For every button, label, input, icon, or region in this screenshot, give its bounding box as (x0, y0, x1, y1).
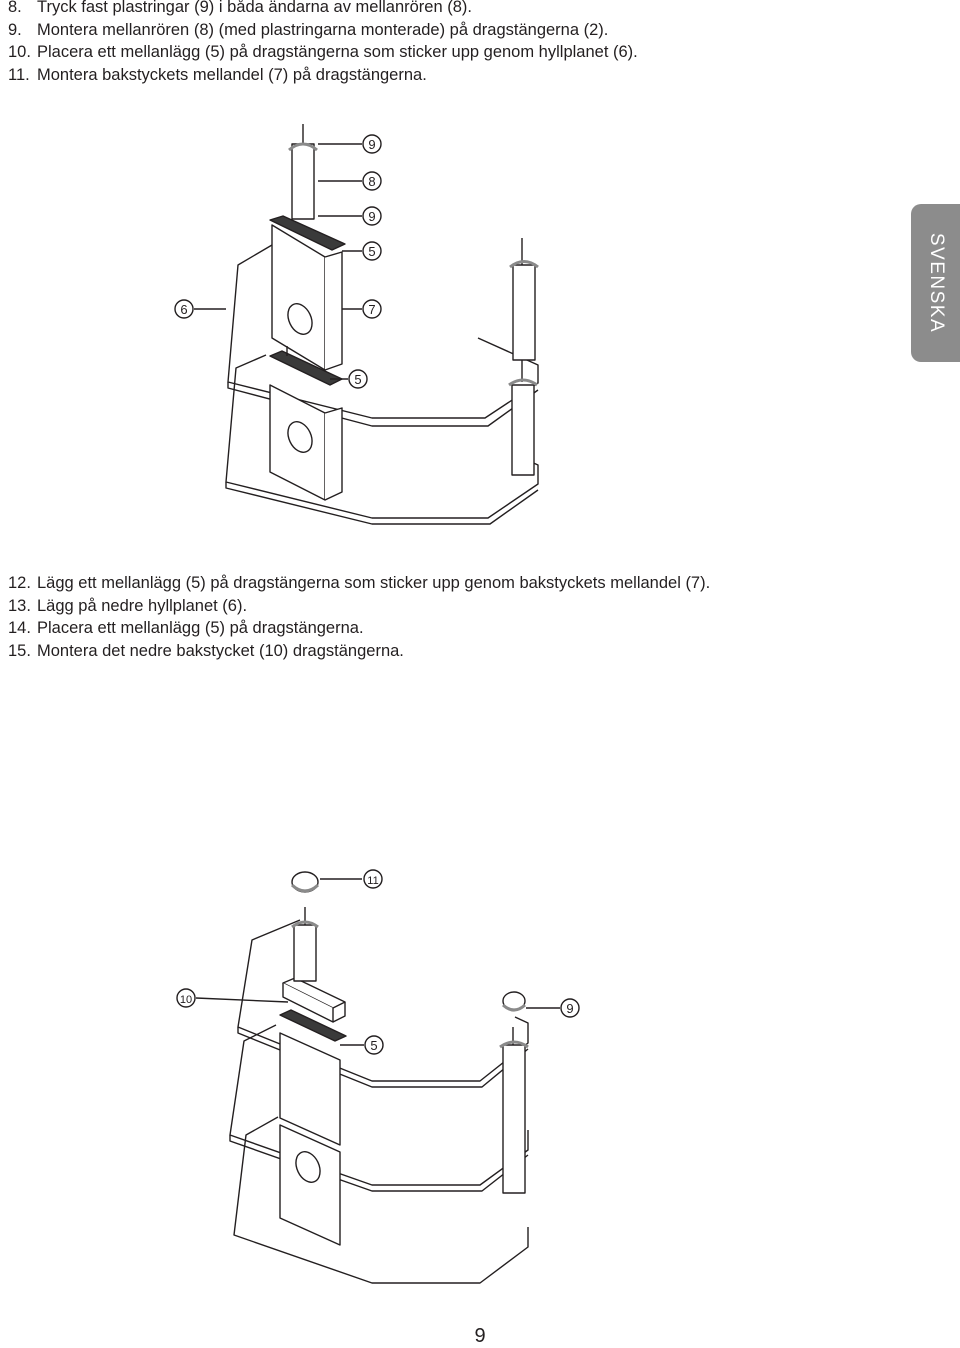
back-piece-lower (269, 384, 326, 501)
callout-number: 11 (367, 875, 378, 887)
callout-number: 9 (368, 137, 375, 152)
cable-hole (295, 1151, 321, 1183)
step-number: 10. (8, 43, 31, 61)
callout-number: 6 (180, 302, 187, 317)
step-number: 11. (8, 65, 30, 84)
back-piece-middle (271, 224, 326, 371)
step-item: 11. Montera bakstyckets mellandel (7) på … (8, 64, 638, 87)
callout-number: 9 (368, 209, 375, 224)
lower-shelf-edge (225, 482, 539, 525)
upper-shelf-edge (227, 382, 539, 427)
upper-shelf (227, 244, 539, 419)
callout-circle (560, 998, 580, 1018)
callout-circle (362, 241, 382, 261)
callout-circle (176, 988, 196, 1008)
tube-left (291, 143, 315, 220)
step-number: 14. (8, 619, 31, 637)
callout-circle (363, 869, 383, 889)
step-text: Lägg ett mellanlägg (5) på dragstängerna… (37, 574, 711, 592)
tube-right (512, 264, 536, 361)
step-text: Montera mellanrören (8) (med plastringar… (37, 20, 609, 39)
callout-circle (362, 206, 382, 226)
step-item: 8. Tryck fast plastringar (9) i båda ända… (8, 0, 638, 19)
instruction-steps-top: 8. Tryck fast plastringar (9) i båda ända… (8, 0, 638, 86)
top-shelf (237, 919, 529, 1082)
step-text: Placera ett mellanlägg (5) på dragstänge… (37, 619, 364, 637)
step-number: 12. (8, 574, 31, 592)
step-text: Montera det nedre bakstycket (10) dragst… (37, 641, 404, 660)
middle-shelf (229, 1024, 529, 1186)
step-number: 13. (8, 596, 31, 615)
tube-left (293, 924, 317, 982)
step-number: 8. (8, 0, 22, 16)
step-number: 9. (8, 20, 22, 39)
instruction-steps-bottom: 12. Lägg ett mellanlägg (5) på dragstänge… (8, 572, 710, 662)
step-number: 15. (8, 641, 31, 660)
spacer (269, 215, 346, 251)
callout-number: 5 (368, 244, 375, 259)
step-text: Lägg på nedre hyllplanet (6). (37, 596, 248, 615)
back-piece-upper (279, 1032, 341, 1146)
callout-number: 7 (368, 302, 375, 317)
callout-circle (348, 369, 368, 389)
step-item: 12. Lägg ett mellanlägg (5) på dragstänge… (8, 572, 710, 595)
callout-number: 8 (368, 174, 375, 189)
step-text: Tryck fast plastringar (9) i båda ändarn… (37, 0, 472, 16)
cable-hole-lower (287, 421, 313, 453)
step-text: Montera bakstyckets mellandel (7) på dra… (37, 65, 427, 84)
callout-circle (362, 171, 382, 191)
page-number: 9 (474, 1325, 486, 1347)
callout-circle (364, 1035, 384, 1055)
step-item: 15. Montera det nedre bakstycket (10) dra… (8, 640, 710, 663)
callout-circle (362, 299, 382, 319)
assembly-figure-1: 9 8 9 5 6 7 5 (174, 124, 539, 525)
step-item: 14. Placera ett mellanlägg (5) på dragstä… (8, 617, 710, 640)
callout-number: 5 (370, 1038, 377, 1053)
callout-circle (174, 299, 194, 319)
callout-number: 10 (180, 994, 192, 1006)
language-tab: SVENSKA (911, 204, 960, 362)
bottom-shelf (233, 1116, 529, 1284)
back-piece-lower (279, 1124, 341, 1246)
callout-number: 5 (354, 372, 361, 387)
step-item: 10. Placera ett mellanlägg (5) på dragstä… (8, 41, 638, 64)
step-item: 13. Lägg på nedre hyllplanet (6). (8, 595, 710, 618)
callout-circle (362, 134, 382, 154)
step-text: Placera ett mellanlägg (5) på dragstänge… (37, 43, 638, 61)
cable-hole (287, 303, 313, 335)
spacer (279, 1009, 347, 1042)
lower-shelf (225, 354, 539, 519)
tube-right (502, 1044, 526, 1194)
callout-number: 9 (566, 1001, 573, 1016)
tube-right-lower (511, 384, 535, 476)
assembly-figure-2: 11 10 9 5 (176, 869, 580, 1284)
step-item: 9. Montera mellanrören (8) (med plastring… (8, 19, 638, 42)
